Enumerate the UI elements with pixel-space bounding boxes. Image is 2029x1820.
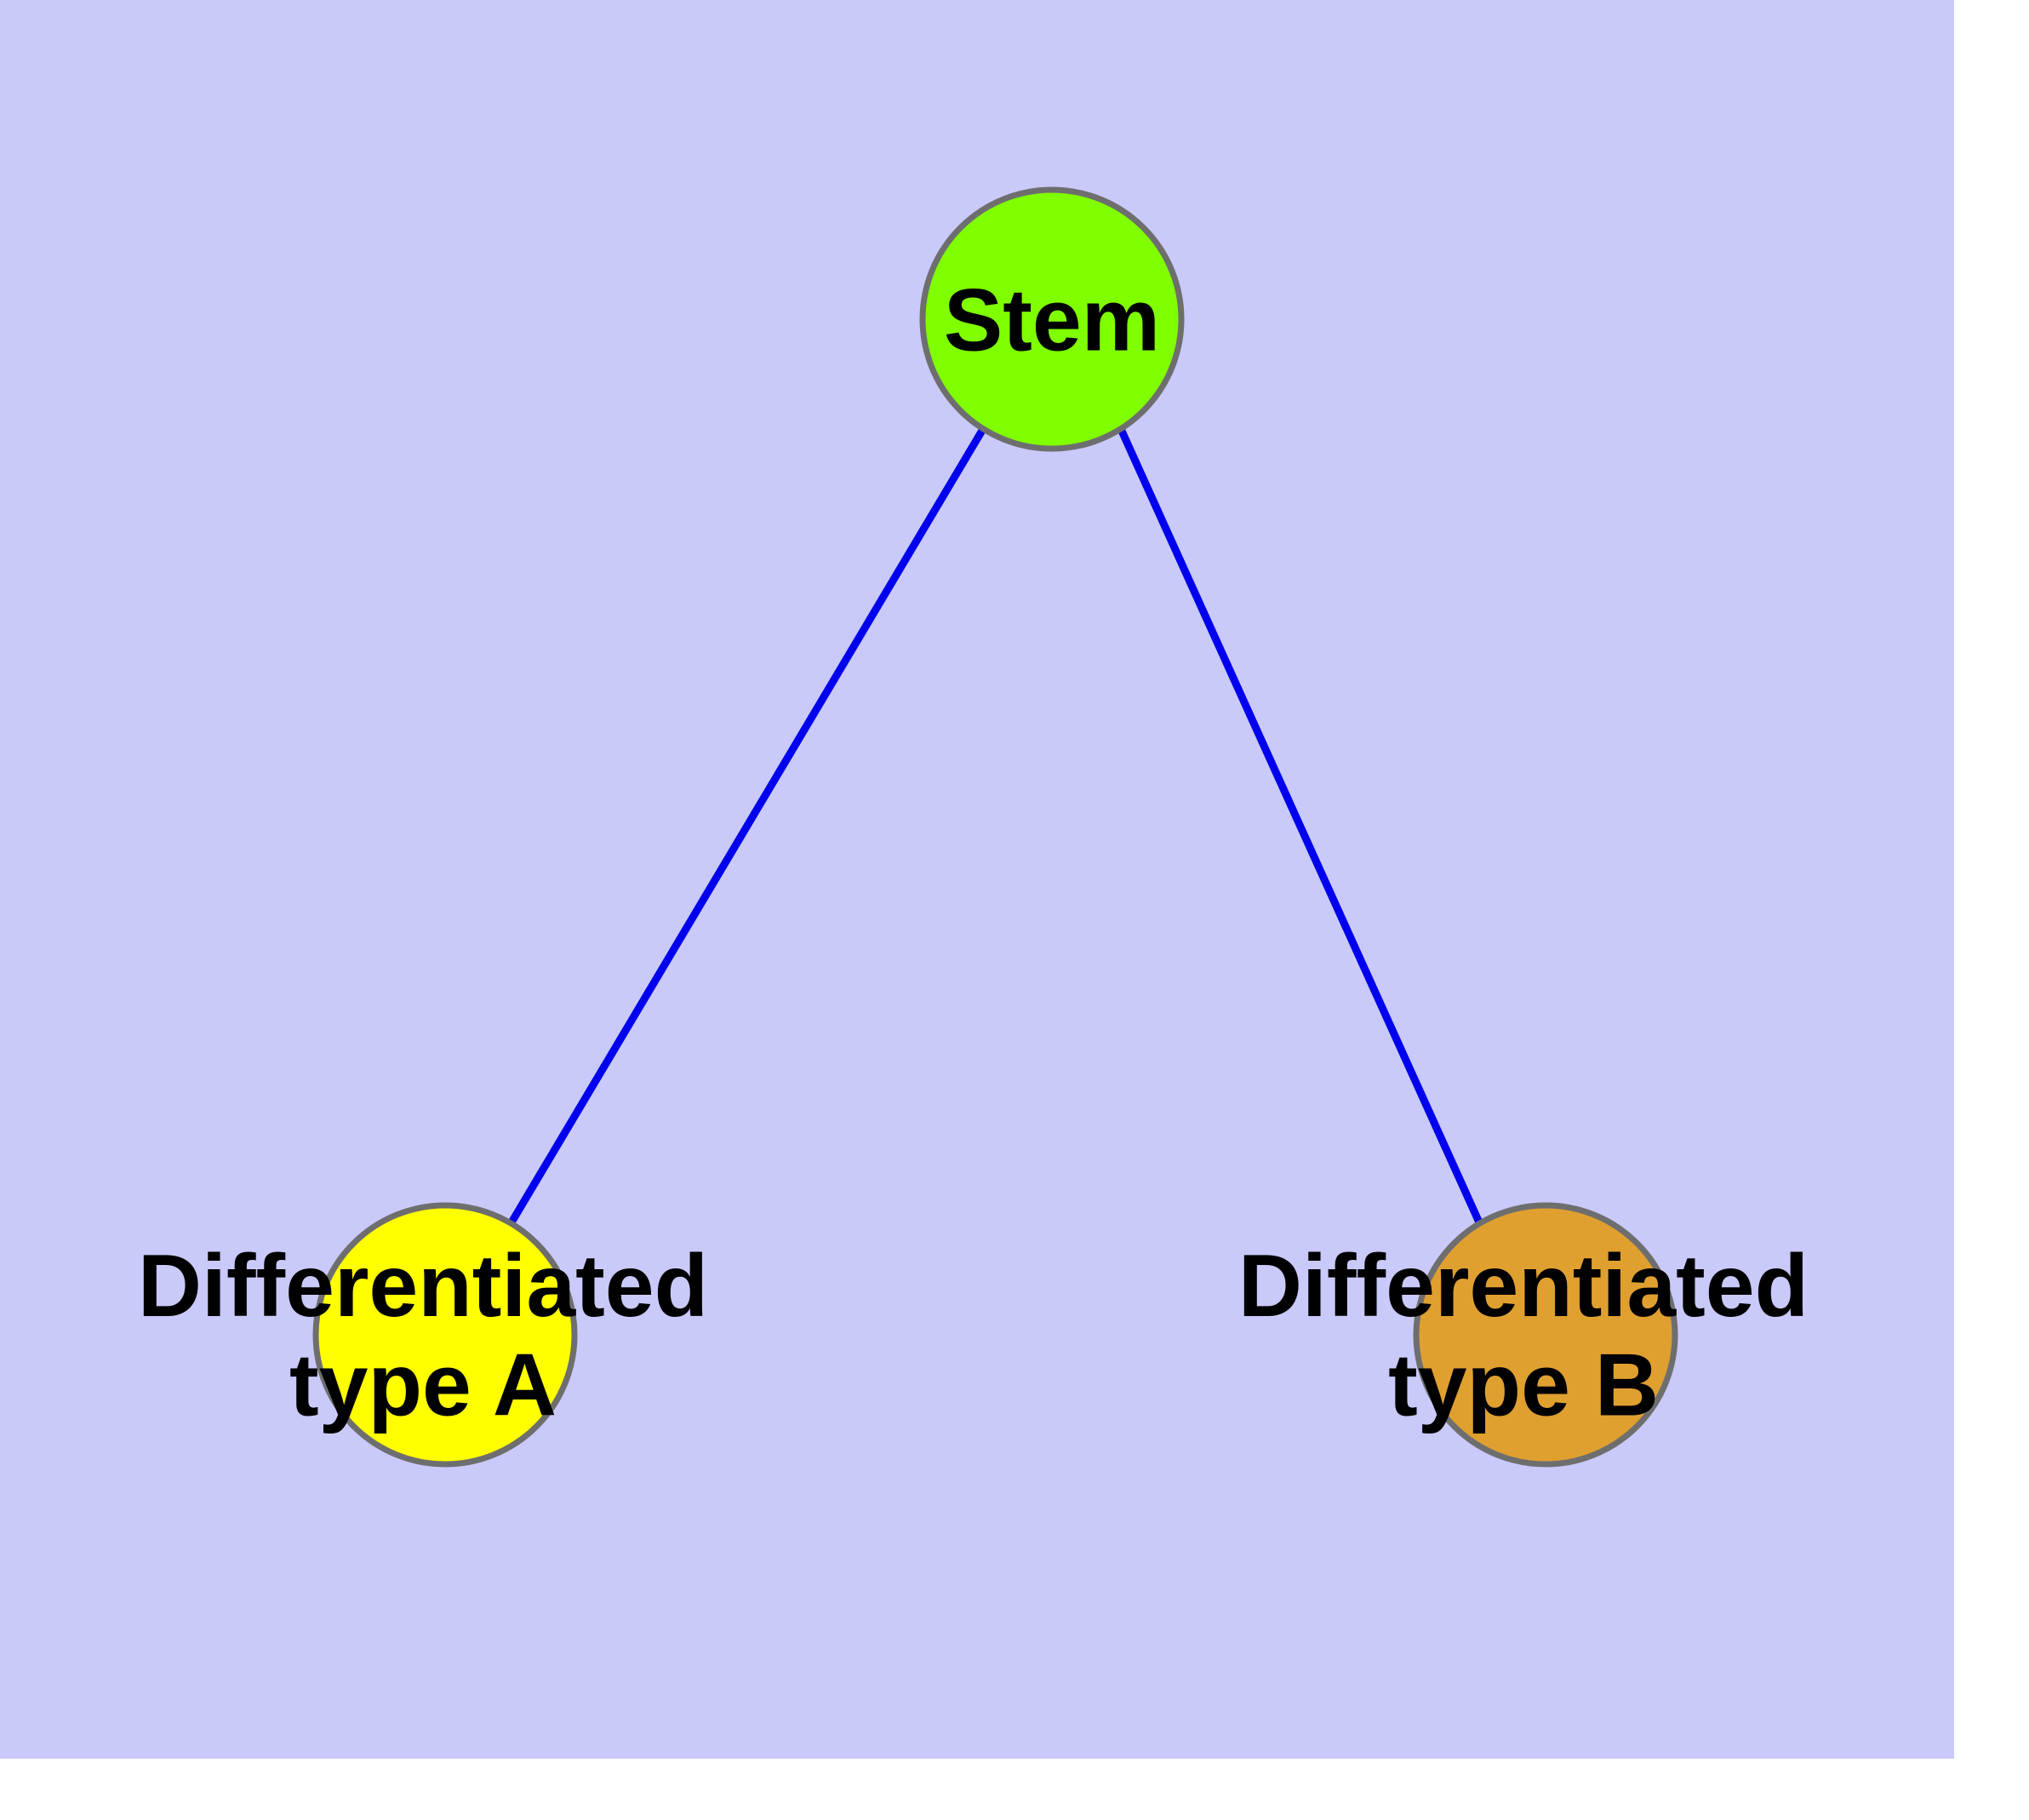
edge-stem-to-differentiated-type-b[interactable] bbox=[1117, 427, 1483, 1224]
node-stem[interactable] bbox=[919, 186, 1185, 452]
node-label-line: Differentiated bbox=[138, 1237, 708, 1336]
edge-group bbox=[508, 426, 1483, 1225]
node-differentiated-type-b[interactable] bbox=[1413, 1202, 1678, 1468]
node-label-line: type A bbox=[289, 1336, 557, 1435]
edge-stem-to-differentiated-type-a[interactable] bbox=[508, 426, 986, 1225]
node-group bbox=[312, 186, 1678, 1468]
node-label-line: type B bbox=[1388, 1336, 1659, 1435]
node-label-stem: Stem bbox=[944, 271, 1160, 369]
node-differentiated-type-a[interactable] bbox=[312, 1202, 578, 1468]
node-label-line: Differentiated bbox=[1238, 1237, 1809, 1336]
node-label-line: Stem bbox=[944, 271, 1160, 369]
